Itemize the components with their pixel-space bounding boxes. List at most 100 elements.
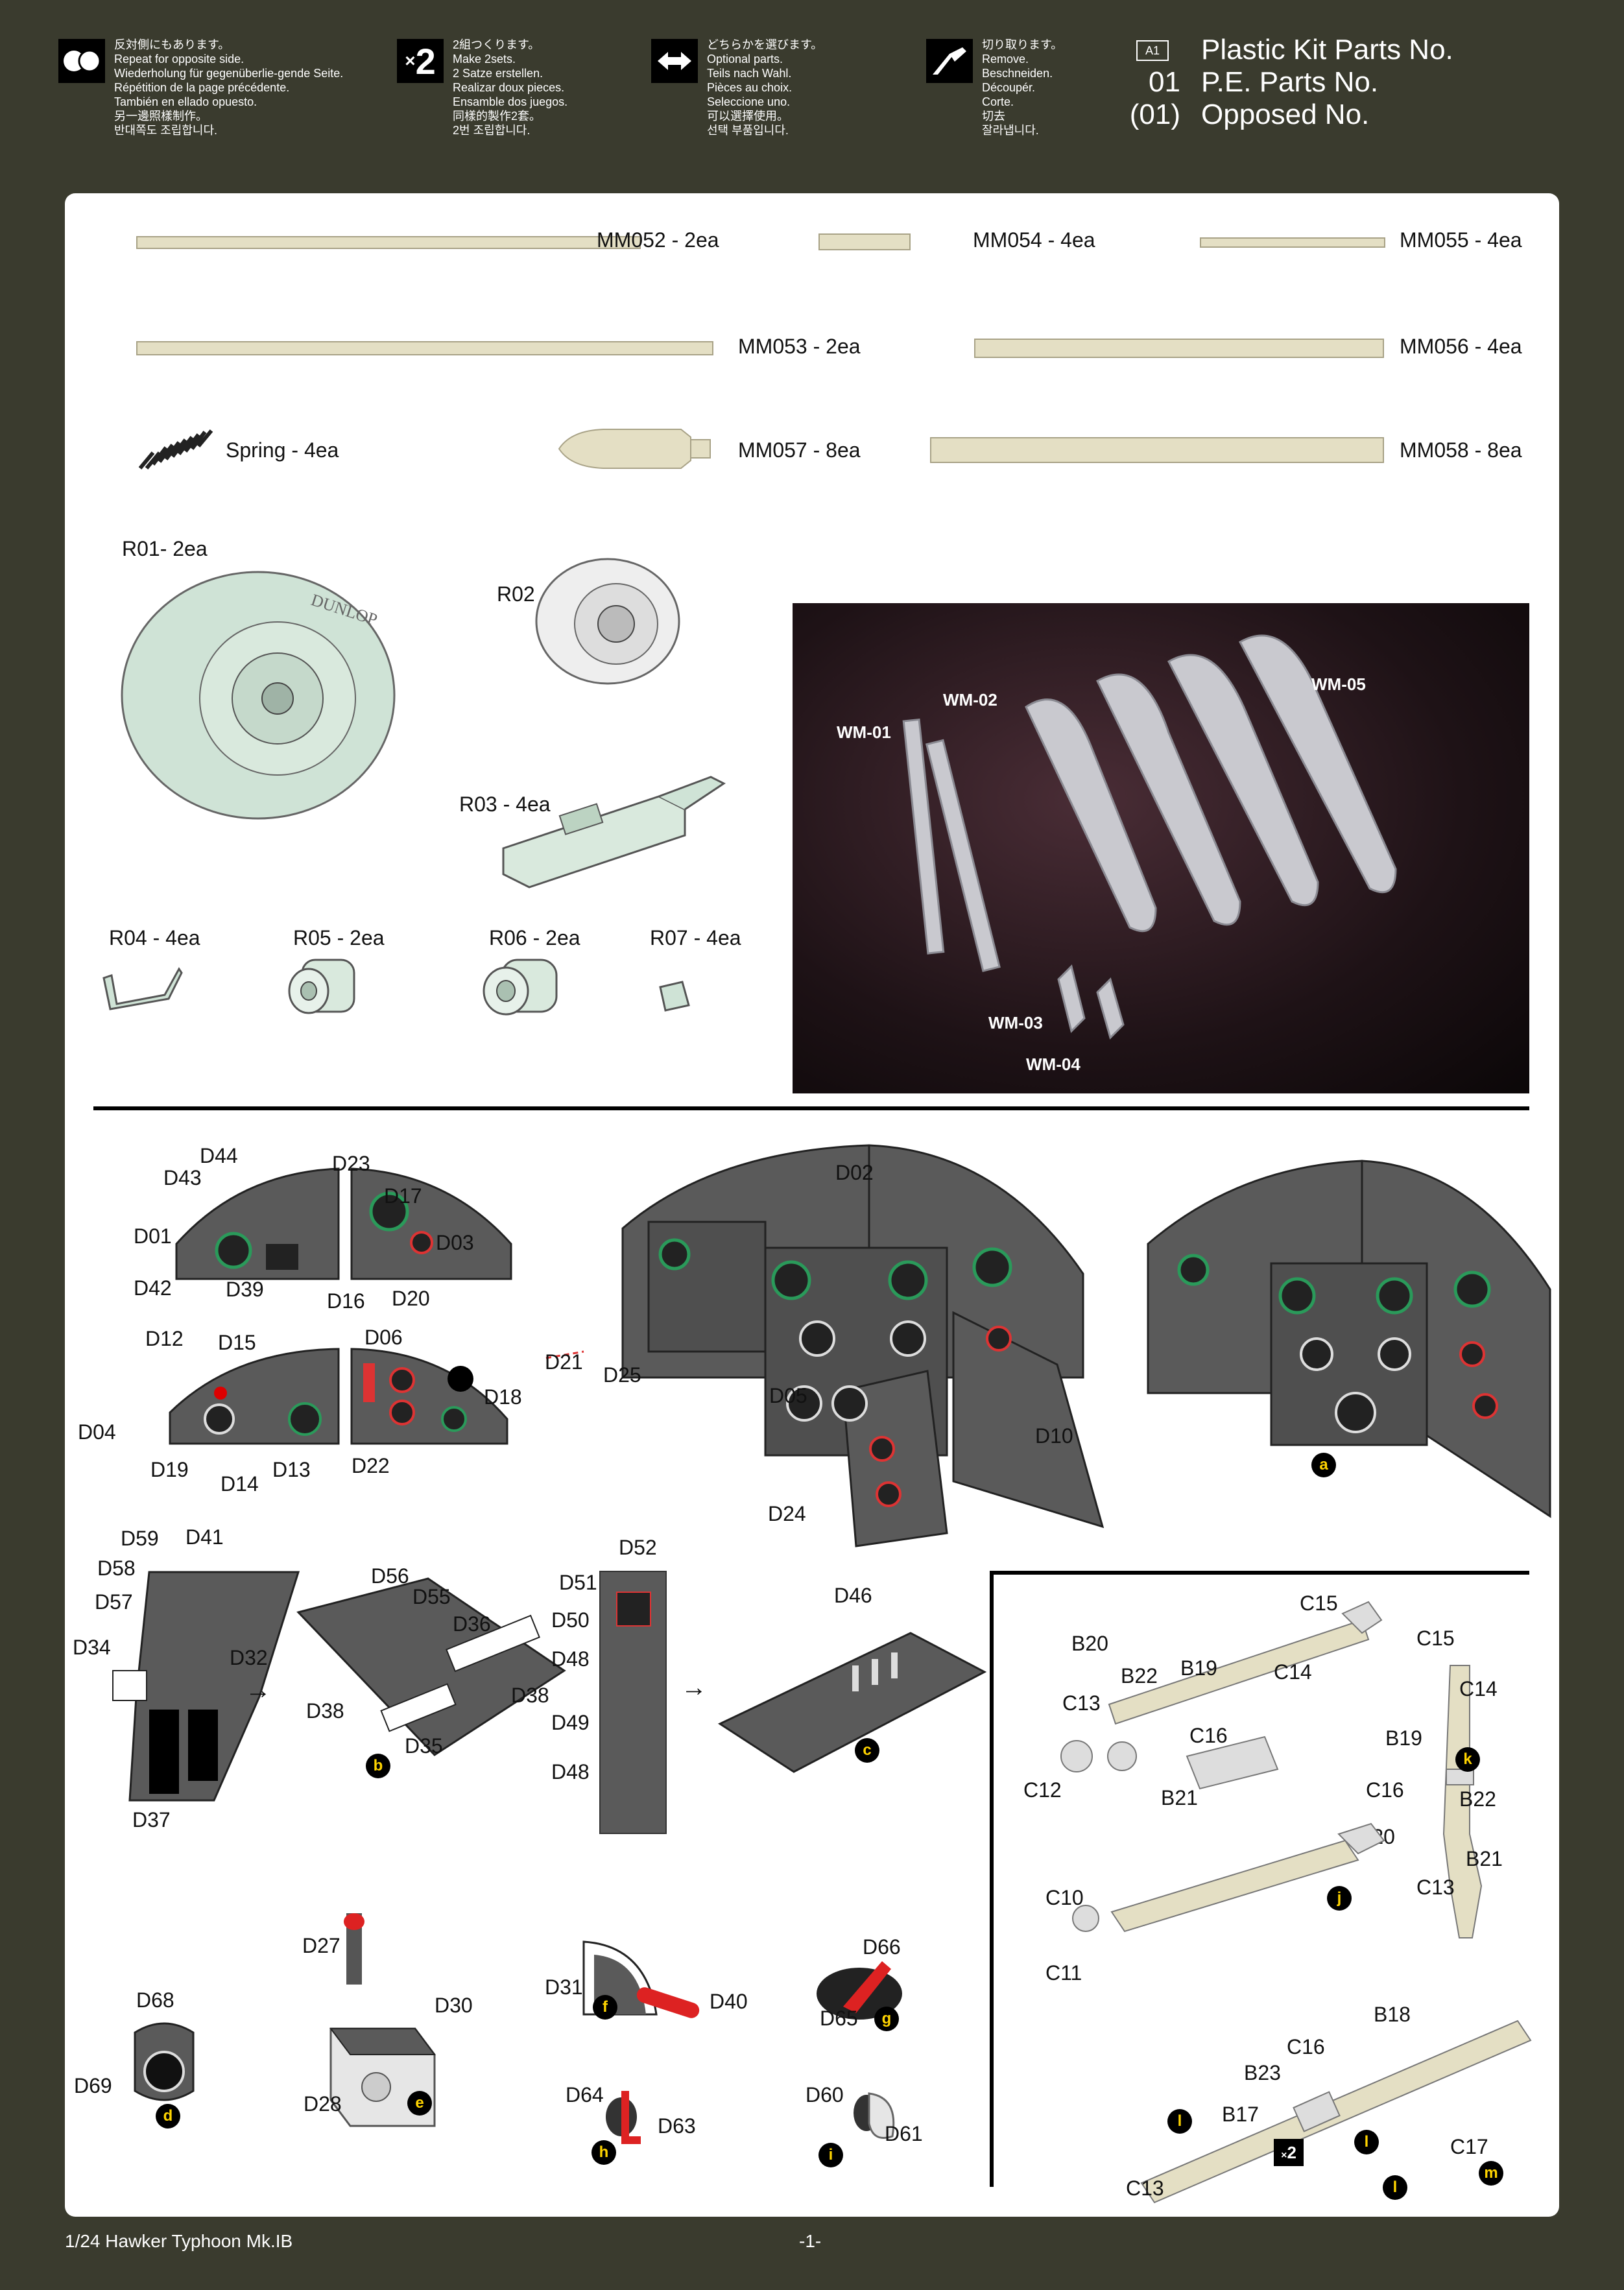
legend-remove-text: 切り取ります。 Remove. Beschneiden. Découpér. C… bbox=[982, 38, 1063, 137]
label-d38b: D38 bbox=[306, 1699, 344, 1723]
label-d24: D24 bbox=[768, 1502, 806, 1525]
footer-title: 1/24 Hawker Typhoon Mk.IB bbox=[65, 2231, 293, 2251]
label-d48a: D48 bbox=[551, 1647, 590, 1671]
label-d48b: D48 bbox=[551, 1760, 590, 1783]
label-d28: D28 bbox=[304, 2092, 342, 2116]
belt-assembly-j bbox=[1072, 1822, 1385, 1933]
belt-box-top bbox=[990, 1571, 1529, 1575]
mm055-part bbox=[1200, 237, 1385, 248]
label-d69: D69 bbox=[74, 2074, 112, 2097]
mm056-part bbox=[974, 339, 1384, 358]
label-d57: D57 bbox=[95, 1590, 133, 1614]
step-l-3: l bbox=[1383, 2175, 1407, 2200]
step-i: i bbox=[818, 2143, 843, 2167]
label-d42: D42 bbox=[134, 1276, 172, 1300]
r06-label: R06 - 2ea bbox=[489, 926, 580, 949]
label-k-b19: B19 bbox=[1385, 1726, 1422, 1750]
label-d16: D16 bbox=[327, 1289, 365, 1313]
footer-page: -1- bbox=[799, 2231, 822, 2251]
label-b21: B21 bbox=[1161, 1786, 1198, 1809]
r02-part bbox=[535, 558, 680, 685]
label-d51: D51 bbox=[559, 1571, 597, 1594]
parts-key: A1 Plastic Kit Parts No. 01 P.E. Parts N… bbox=[1128, 32, 1492, 143]
label-d43: D43 bbox=[163, 1166, 202, 1189]
r07-part bbox=[659, 981, 690, 1012]
r03-label: R03 - 4ea bbox=[459, 793, 551, 816]
label-c11: C11 bbox=[1045, 1961, 1082, 1985]
label-d32: D32 bbox=[230, 1646, 268, 1669]
label-c17: C17 bbox=[1450, 2135, 1488, 2158]
label-d27: D27 bbox=[302, 1934, 340, 1957]
label-d63: D63 bbox=[658, 2114, 696, 2138]
gauge-d68 bbox=[134, 2022, 195, 2101]
r02-label: R02 bbox=[497, 582, 535, 606]
belt-lap-strap bbox=[1140, 2020, 1532, 2204]
console-assembly-b bbox=[296, 1577, 566, 1756]
mm057-part bbox=[558, 429, 711, 469]
r07-label: R07 - 4ea bbox=[650, 926, 741, 949]
instrument-panel-assembled bbox=[1147, 1160, 1551, 1518]
panel-d03 bbox=[350, 1167, 512, 1280]
opposite-side-icon bbox=[58, 39, 105, 83]
cut-icon bbox=[926, 39, 973, 83]
label-b23: B23 bbox=[1244, 2061, 1281, 2084]
opposed-sample: (01) bbox=[1129, 99, 1180, 130]
photo-label-wm01: WM-01 bbox=[837, 722, 891, 742]
white-metal-photo: WM-01 WM-02 WM-03 WM-04 WM-05 bbox=[793, 603, 1529, 1093]
label-d37: D37 bbox=[132, 1808, 171, 1831]
r03-part bbox=[502, 776, 726, 889]
step-j: j bbox=[1327, 1886, 1352, 1911]
r01-part: DUNLOP bbox=[121, 571, 396, 820]
mm054-label: MM054 - 4ea bbox=[973, 228, 1095, 252]
step-l-2: l bbox=[1354, 2130, 1379, 2154]
step-k: k bbox=[1455, 1747, 1480, 1772]
r04-part bbox=[102, 967, 183, 1010]
legend-opposite-text: 反対側にもあります。 Repeat for opposite side. Wie… bbox=[114, 38, 344, 137]
mm053-label: MM053 - 2ea bbox=[738, 335, 861, 358]
label-d21: D21 bbox=[545, 1350, 583, 1374]
label-b17: B17 bbox=[1222, 2103, 1259, 2126]
label-d03: D03 bbox=[436, 1231, 474, 1254]
label-d58: D58 bbox=[97, 1556, 136, 1580]
belt-box-left bbox=[990, 1571, 994, 2187]
label-d31: D31 bbox=[545, 1975, 583, 1999]
panel-d06 bbox=[350, 1348, 508, 1445]
photo-label-wm02: WM-02 bbox=[943, 690, 997, 710]
label-d04: D04 bbox=[78, 1420, 116, 1444]
label-d59: D59 bbox=[121, 1527, 159, 1550]
step-g: g bbox=[874, 2007, 899, 2031]
x2-icon: ×2 bbox=[397, 39, 444, 83]
console-d37 bbox=[112, 1571, 300, 1802]
label-d40: D40 bbox=[710, 1990, 748, 2013]
photo-label-wm04: WM-04 bbox=[1026, 1055, 1081, 1074]
label-k-c15: C15 bbox=[1416, 1627, 1455, 1650]
arrow-right-icon-2: → bbox=[681, 1673, 707, 1702]
mm055-label: MM055 - 4ea bbox=[1400, 228, 1522, 252]
pe-sample: 01 bbox=[1149, 66, 1180, 98]
label-d46: D46 bbox=[834, 1584, 872, 1607]
label-c13b: C13 bbox=[1126, 2177, 1164, 2200]
label-d22: D22 bbox=[352, 1454, 390, 1477]
label-d66: D66 bbox=[863, 1935, 901, 1959]
label-d36: D36 bbox=[453, 1612, 491, 1636]
label-d06: D06 bbox=[364, 1326, 403, 1349]
photo-label-wm03: WM-03 bbox=[988, 1013, 1043, 1032]
label-b20: B20 bbox=[1071, 1632, 1108, 1655]
r05-label: R05 - 2ea bbox=[293, 926, 385, 949]
step-e: e bbox=[407, 2091, 432, 2116]
lever-knob bbox=[344, 1913, 364, 1930]
label-c12: C12 bbox=[1023, 1778, 1062, 1802]
label-d52: D52 bbox=[619, 1536, 657, 1559]
label-d60: D60 bbox=[806, 2083, 844, 2106]
label-d41: D41 bbox=[185, 1525, 224, 1549]
step-m: m bbox=[1479, 2161, 1503, 2186]
label-b19: B19 bbox=[1180, 1656, 1217, 1680]
legend-x2-text: 2組つくります。 Make 2sets. 2 Satze erstellen. … bbox=[453, 38, 568, 137]
step-h: h bbox=[591, 2140, 616, 2165]
spring-part bbox=[138, 429, 213, 470]
mm058-label: MM058 - 8ea bbox=[1400, 438, 1522, 462]
arrows-icon bbox=[651, 39, 698, 83]
label-c16: C16 bbox=[1189, 1724, 1228, 1747]
label-d13: D13 bbox=[272, 1458, 311, 1481]
label-d56: D56 bbox=[371, 1564, 409, 1588]
